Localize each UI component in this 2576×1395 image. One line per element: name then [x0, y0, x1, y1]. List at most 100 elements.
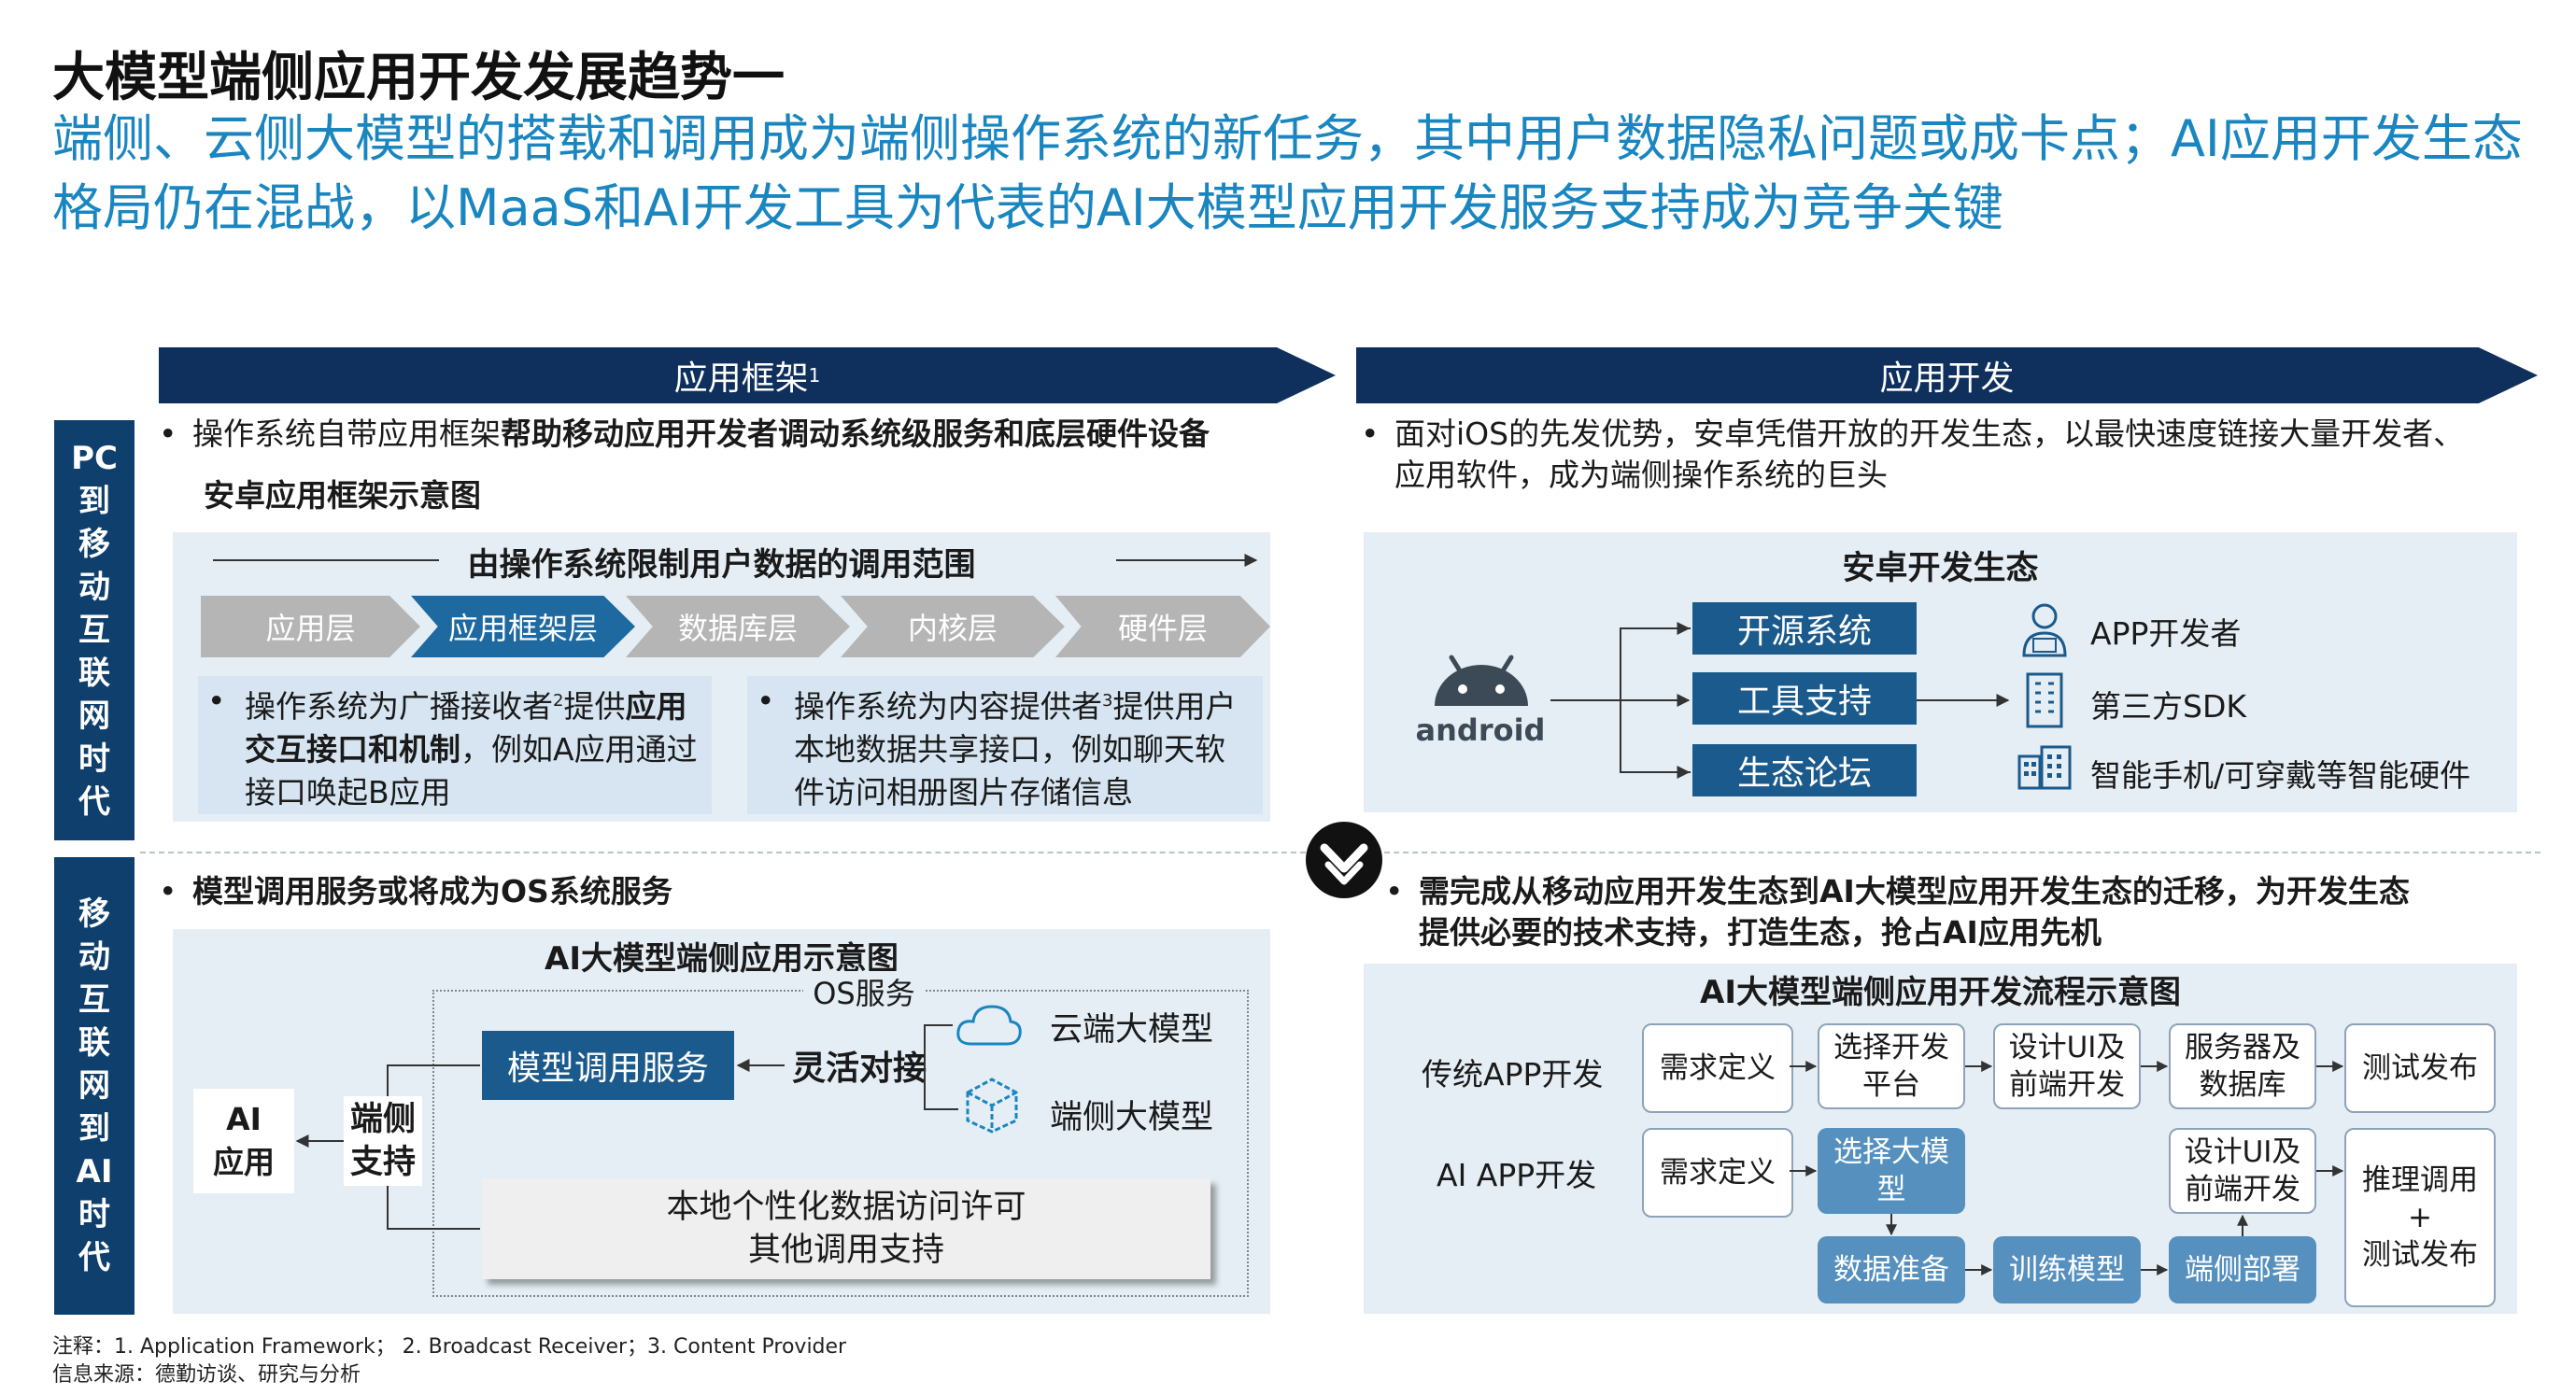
developer-icon — [2020, 601, 2069, 657]
sdk-icon — [2022, 670, 2067, 728]
side-char: 动 — [78, 569, 110, 606]
page-title: 大模型端侧应用开发发展趋势一 — [52, 48, 785, 108]
cube-icon — [962, 1074, 1022, 1135]
trad-step-platform: 选择开发平台 — [1818, 1023, 1965, 1109]
trad-step-ui: 设计UI及前端开发 — [1993, 1023, 2141, 1109]
text-bold: 应用交互接口和机制 — [245, 688, 687, 768]
side-char: 移 — [78, 526, 110, 563]
side-label-pc-mobile: PC 到 移 动 互 联 网 时 代 — [54, 420, 134, 840]
os-service-label: OS服务 — [803, 971, 925, 1012]
device-support-box: 端侧 支持 — [344, 1096, 422, 1186]
ai-app-line: AI — [226, 1101, 262, 1137]
row-ai-label: AI APP开发 — [1437, 1157, 1597, 1193]
final-line: + — [2408, 1201, 2432, 1234]
side-char: 互 — [78, 981, 110, 1019]
tl-diagram-title: 安卓应用框架示意图 — [204, 477, 481, 514]
text-part: 提供用户本地数据共享接口，例如聊天软件访问相册图片存储信息 — [794, 688, 1237, 810]
cloud-icon — [955, 1001, 1024, 1048]
tl-provider-text: 操作系统为内容提供者3提供用户本地数据共享接口，例如聊天软件访问相册图片存储信息 — [794, 680, 1253, 814]
target-sdk: 第三方SDK — [2090, 688, 2246, 725]
ai-app-box: AI 应用 — [193, 1089, 294, 1193]
trad-step-requirement: 需求定义 — [1642, 1023, 1793, 1113]
tl-bullet-text: 操作系统自带应用框架 — [192, 416, 501, 452]
ai-step-inference-test: 推理调用 + 测试发布 — [2344, 1128, 2496, 1307]
local-data-line: 其他调用支持 — [747, 1232, 944, 1269]
model-call-service: 模型调用服务 — [482, 1031, 734, 1100]
tr-bullet-line1: 面对iOS的先发优势，安卓凭借开放的开发生态，以最快速度链接大量开发者、 — [1394, 416, 2465, 452]
banner-framework-sup: 1 — [808, 364, 821, 387]
br-bullet-line1: 需完成从移动应用开发生态到AI大模型应用开发生态的迁移，为开发生态 — [1419, 873, 2410, 909]
text-sup: 3 — [1102, 691, 1113, 711]
tl-broadcast-box: • 操作系统为广播接收者2提供应用交互接口和机制，例如A应用通过接口唤起B应用 — [198, 676, 712, 814]
ai-app-line: 应用 — [213, 1144, 275, 1180]
text-part: ，例如A应用通过接口唤起B应用 — [245, 731, 698, 810]
tr-eco-title: 安卓开发生态 — [1842, 549, 2039, 587]
tl-range-label: 由操作系统限制用户数据的调用范围 — [467, 545, 976, 584]
target-app-developer: APP开发者 — [2090, 615, 2242, 652]
chevron-down-icon — [1304, 820, 1384, 900]
ai-step-train: 训练模型 — [1993, 1236, 2141, 1303]
source-note: 信息来源：德勤访谈、研究与分析 — [52, 1363, 361, 1387]
br-bullet-line2: 提供必要的技术支持，打造生态，抢占AI应用先机 — [1419, 914, 2102, 951]
side-char: 到 — [78, 1110, 110, 1148]
banner-framework-label: 应用框架 — [673, 359, 809, 398]
device-model-label: 端侧大模型 — [1050, 1099, 1214, 1136]
side-char: 时 — [78, 740, 110, 778]
layer-kernel: 内核层 — [841, 596, 1065, 657]
banner-dev-label: 应用开发 — [1879, 359, 2015, 398]
text-part: 操作系统为广播接收者 — [245, 688, 553, 725]
tr-panel — [1364, 532, 2517, 812]
eco-open-source: 开源系统 — [1692, 602, 1917, 655]
tl-bullet: •操作系统自带应用框架帮助移动应用开发者调动系统级服务和底层硬件设备 — [159, 416, 1210, 452]
android-robot-icon — [1427, 650, 1536, 706]
footnote: 注释：1. Application Framework； 2. Broadcas… — [52, 1335, 847, 1359]
side-char: 时 — [78, 1196, 110, 1233]
final-line: 测试发布 — [2362, 1238, 2478, 1272]
banner-dev: 应用开发 — [1356, 347, 2538, 403]
tr-bullet: •面对iOS的先发优势，安卓凭借开放的开发生态，以最快速度链接大量开发者、 — [1361, 416, 2465, 452]
final-line: 推理调用 — [2362, 1163, 2478, 1197]
text-part: 提供 — [563, 688, 626, 725]
flex-docking: 灵活对接 — [791, 1050, 927, 1088]
tl-bullet-bold: 帮助移动应用开发者调动系统级服务和底层硬件设备 — [501, 416, 1210, 452]
br-diagram-title: AI大模型端侧应用开发流程示意图 — [1700, 973, 2181, 1011]
side-char: 联 — [78, 1024, 110, 1062]
layer-app: 应用层 — [201, 596, 420, 657]
br-bullet: •需完成从移动应用开发生态到AI大模型应用开发生态的迁移，为开发生态 — [1385, 873, 2410, 909]
eco-forum: 生态论坛 — [1692, 744, 1917, 796]
side-char: 联 — [78, 655, 110, 692]
tr-bullet-line2: 应用软件，成为端侧操作系统的巨头 — [1394, 457, 1888, 493]
ai-step-deploy: 端侧部署 — [2169, 1236, 2316, 1303]
text-sup: 2 — [553, 691, 564, 711]
local-data-box: 本地个性化数据访问许可 其他调用支持 — [482, 1178, 1210, 1279]
local-data-line: 本地个性化数据访问许可 — [666, 1189, 1026, 1226]
trad-step-test: 测试发布 — [2344, 1023, 2496, 1113]
side-char: 动 — [78, 938, 110, 976]
row-traditional-label: 传统APP开发 — [1422, 1056, 1604, 1092]
hardware-buildings-icon — [2016, 743, 2074, 790]
side-char: 到 — [78, 483, 110, 520]
support-line: 端侧 — [349, 1101, 416, 1138]
side-char: 代 — [78, 1239, 110, 1276]
tl-provider-box: • 操作系统为内容提供者3提供用户本地数据共享接口，例如聊天软件访问相册图片存储… — [747, 676, 1263, 814]
layer-database: 数据库层 — [626, 596, 850, 657]
ai-step-data-prep: 数据准备 — [1818, 1236, 1965, 1303]
cloud-model-label: 云端大模型 — [1050, 1011, 1214, 1049]
layer-hardware: 硬件层 — [1055, 596, 1270, 657]
box-dot: • — [757, 683, 775, 719]
bl-diagram-title: AI大模型端侧应用示意图 — [545, 939, 899, 978]
side-char: 网 — [78, 1067, 110, 1105]
box-dot: • — [207, 683, 226, 719]
side-char: 代 — [78, 783, 110, 821]
target-smart-hardware: 智能手机/可穿戴等智能硬件 — [2090, 757, 2471, 794]
side-char: PC — [71, 440, 118, 477]
side-char: 互 — [78, 612, 110, 649]
bl-bullet: •模型调用服务或将成为OS系统服务 — [159, 873, 672, 909]
side-char: 移 — [78, 895, 110, 933]
side-label-mobile-ai: 移 动 互 联 网 到 AI 时 代 — [54, 857, 134, 1315]
trad-step-server: 服务器及数据库 — [2169, 1023, 2316, 1109]
side-char: 网 — [78, 698, 110, 735]
eco-tools: 工具支持 — [1692, 672, 1917, 725]
android-wordmark: android — [1415, 712, 1546, 748]
